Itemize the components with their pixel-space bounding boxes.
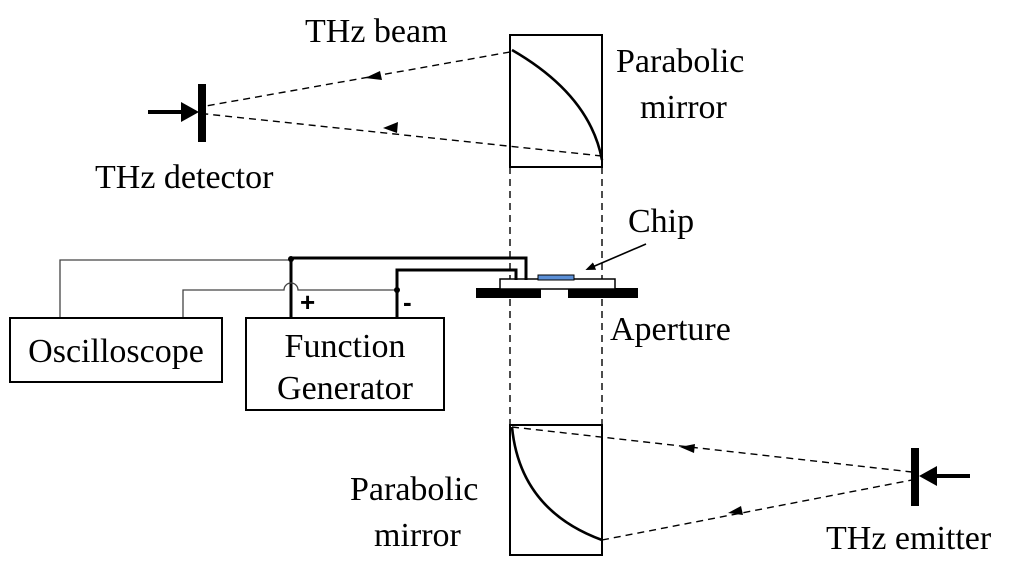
function-generator-box bbox=[245, 317, 445, 411]
wire-positive bbox=[289, 256, 528, 318]
parabolic-mirror-top-label-1: Parabolic bbox=[616, 43, 744, 80]
parabolic-mirror-top-label-2: mirror bbox=[640, 89, 728, 126]
function-generator-label-2: Generator bbox=[277, 370, 414, 407]
oscilloscope-box bbox=[9, 317, 223, 383]
thz-beam-label: THz beam bbox=[305, 13, 448, 50]
junction-positive bbox=[288, 256, 294, 262]
thz-beam-top-lower bbox=[205, 113, 603, 157]
thz-detector-label: THz detector bbox=[95, 159, 274, 196]
function-generator-label-1: Function bbox=[285, 328, 406, 365]
parabolic-mirror-top-curve bbox=[511, 48, 604, 161]
aperture-label: Aperture bbox=[610, 311, 731, 348]
wire-negative bbox=[395, 268, 518, 318]
thz-emitter-arrow-head bbox=[919, 466, 937, 486]
thz-detector-arrow-head bbox=[181, 102, 199, 122]
thz-emitter bbox=[911, 448, 970, 506]
parabolic-mirror-bottom-curve bbox=[510, 426, 603, 542]
chip-pointer-arrow bbox=[585, 243, 647, 270]
parabolic-mirror-bottom bbox=[509, 424, 603, 556]
chip-label: Chip bbox=[628, 203, 694, 240]
probe-wire-1 bbox=[59, 259, 291, 318]
aperture-left-plate bbox=[476, 288, 541, 298]
beam-arrow-top-upper bbox=[365, 71, 382, 80]
thz-emitter-label: THz emitter bbox=[826, 520, 992, 557]
beam-arrow-bottom-lower bbox=[728, 506, 743, 515]
thz-beam-top-upper bbox=[205, 51, 511, 107]
probe-wire-2 bbox=[182, 282, 397, 318]
junction-negative bbox=[394, 287, 400, 293]
oscilloscope-label: Oscilloscope bbox=[28, 333, 204, 370]
beam-arrow-top-lower bbox=[383, 122, 398, 133]
parabolic-mirror-bottom-label-2: mirror bbox=[374, 517, 462, 554]
plus-terminal-label: + bbox=[300, 287, 315, 317]
thz-detector bbox=[148, 84, 206, 142]
chip-sample bbox=[537, 274, 575, 281]
parabolic-mirror-top bbox=[509, 34, 604, 168]
parabolic-mirror-bottom-label-1: Parabolic bbox=[350, 471, 478, 508]
beam-arrow-bottom-upper bbox=[680, 444, 695, 453]
thz-beam-bottom-lower bbox=[601, 479, 913, 541]
thz-emitter-bar bbox=[911, 448, 919, 506]
aperture bbox=[476, 288, 638, 298]
thz-detector-bar bbox=[198, 84, 206, 142]
aperture-right-plate bbox=[568, 288, 638, 298]
minus-terminal-label: - bbox=[403, 287, 412, 317]
